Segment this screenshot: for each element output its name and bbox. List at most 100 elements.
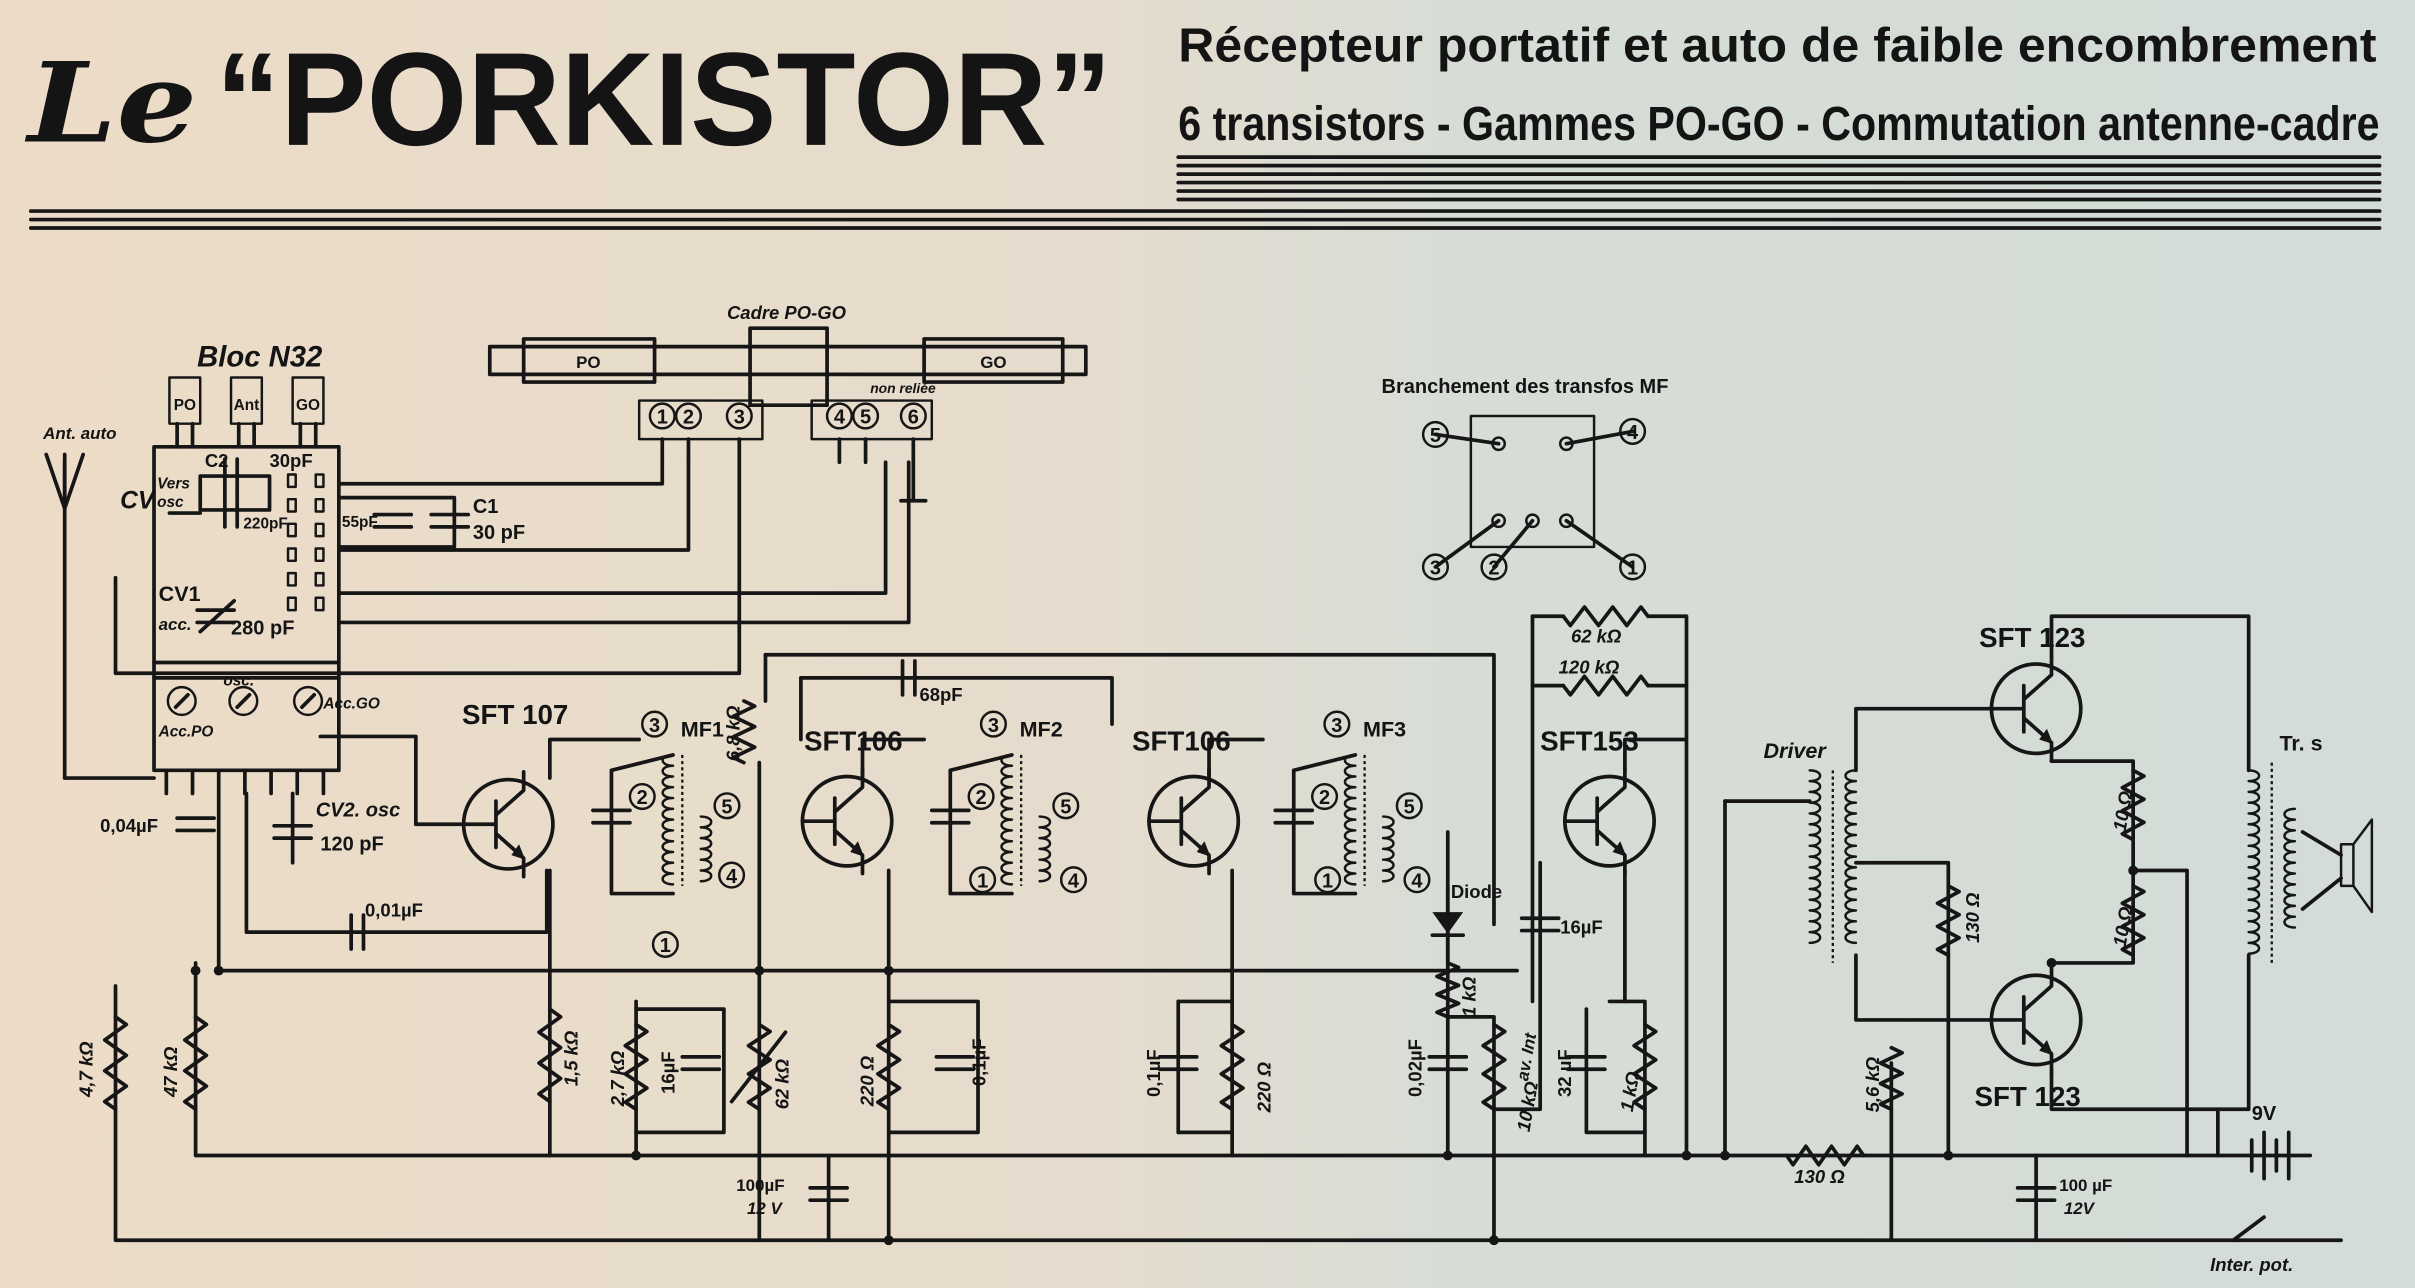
resistor-value: 130 Ω <box>1794 1166 1845 1187</box>
bloc-go-label: GO <box>296 397 320 414</box>
pin-number: 5 <box>1404 796 1415 818</box>
pin-circle <box>1314 866 1342 894</box>
junction-dot <box>213 965 224 976</box>
pin-number: 1 <box>977 870 988 892</box>
capacitor-voltage: 12 V <box>747 1199 784 1218</box>
switch-contact <box>314 497 325 513</box>
switch-contact <box>286 547 297 563</box>
mf2-primary <box>1000 753 1014 886</box>
capacitor-value: 100 µF <box>2059 1176 2112 1195</box>
coil-winding <box>2283 807 2297 929</box>
resistor-zigzag <box>2120 884 2146 958</box>
switch-contact <box>286 596 297 612</box>
pin-number: 2 <box>1319 787 1330 809</box>
resistor-zigzag <box>1561 605 1650 628</box>
wire <box>634 1007 726 1135</box>
capacitor-value: 16µF <box>658 1051 679 1093</box>
pin-number: 2 <box>976 787 987 809</box>
switch-contact <box>286 497 297 513</box>
bloc-ant-label: Ant <box>234 397 260 414</box>
label: Vers <box>157 475 190 492</box>
transistor-label: SFT153 <box>1540 725 1639 756</box>
capacitor <box>591 808 632 825</box>
header-rules <box>28 155 2382 230</box>
transistor-3 <box>1562 766 1656 876</box>
resistor-zigzag <box>731 699 757 765</box>
pin-number: 4 <box>834 407 846 429</box>
pin-number: 2 <box>683 407 694 429</box>
resistor-14 <box>2120 884 2146 958</box>
mf-pinout-title: Branchement des transfos MF <box>1382 376 1669 398</box>
wire <box>547 737 642 780</box>
c2-label: C2 <box>205 450 229 471</box>
pin-circle <box>1311 782 1339 811</box>
output-transformer-label: Tr. s <box>2279 730 2322 755</box>
cv2-label: CV2. osc <box>316 800 401 822</box>
wire <box>860 737 926 779</box>
coil-box-ant <box>229 376 264 425</box>
pin-number: 2 <box>637 787 648 809</box>
terminal-strip-1 <box>637 399 764 441</box>
bloc-po-label: PO <box>174 397 196 414</box>
junction-dot <box>1681 1150 1692 1161</box>
label: osc <box>157 494 184 511</box>
page-title: “PORKISTOR” <box>216 26 1112 174</box>
cv1-value: 280 pF <box>231 618 294 640</box>
wire <box>948 753 1014 773</box>
capacitor-2 <box>680 1055 722 1072</box>
resistor-6 <box>1219 1022 1245 1112</box>
mf3-secondary <box>1381 815 1395 883</box>
capacitor-7 <box>1519 916 1561 933</box>
pin-circle <box>969 866 997 894</box>
coil-box-go <box>291 376 325 425</box>
junction-dot <box>754 965 765 976</box>
c1-value: 30 pF <box>473 522 525 544</box>
resistor-zigzag <box>537 1007 563 1104</box>
pin-circle <box>1619 553 1647 581</box>
resistor-value: 220 Ω <box>856 1055 877 1107</box>
capacitor <box>195 608 236 625</box>
wire <box>729 1030 788 1104</box>
wire <box>1207 737 1265 779</box>
wire <box>2131 868 2189 1158</box>
switch-contact <box>314 571 325 587</box>
transistor-label: SFT 107 <box>462 699 568 730</box>
supply-rail <box>193 961 2313 1158</box>
capacitor <box>372 512 414 529</box>
pin-circle <box>1480 553 1508 581</box>
resistor-zigzag <box>182 1014 209 1112</box>
wire <box>2049 759 2135 965</box>
wire <box>336 460 691 552</box>
capacitor-0 <box>175 816 216 833</box>
wire <box>799 676 1114 726</box>
pin-circle <box>967 782 995 811</box>
pin-circle <box>651 930 679 958</box>
resistor-zigzag <box>1561 674 1650 697</box>
pin-number: 1 <box>660 935 671 957</box>
trimmer-icon <box>228 685 259 717</box>
pin-number: 3 <box>1331 715 1342 737</box>
mf2-secondary <box>1038 815 1052 883</box>
pin-circle <box>725 402 753 430</box>
resistor-1 <box>182 1014 209 1112</box>
output-secondary <box>2283 807 2297 929</box>
switch-icon <box>2231 1215 2266 1243</box>
capacitor-6 <box>1566 1055 1607 1072</box>
pin-number: 4 <box>1411 870 1423 892</box>
pin-circle <box>1619 417 1647 445</box>
pin-circle <box>648 402 676 430</box>
c220-label: 220pF <box>243 515 287 532</box>
capacitor <box>429 512 471 529</box>
wire <box>1623 737 1689 773</box>
pin-circle <box>1323 710 1351 738</box>
cv1-label: CV1 <box>159 581 201 606</box>
trimmer-icon <box>166 685 197 717</box>
resistor-value: 1 kΩ <box>1458 976 1479 1017</box>
cv-label: CV <box>120 487 157 514</box>
junction-dot <box>883 965 894 976</box>
mf1-secondary <box>699 815 713 883</box>
label: Acc.PO <box>158 723 214 740</box>
switch-label: Inter. pot. <box>2210 1254 2293 1275</box>
capacitor-value: 100µF <box>736 1176 784 1195</box>
